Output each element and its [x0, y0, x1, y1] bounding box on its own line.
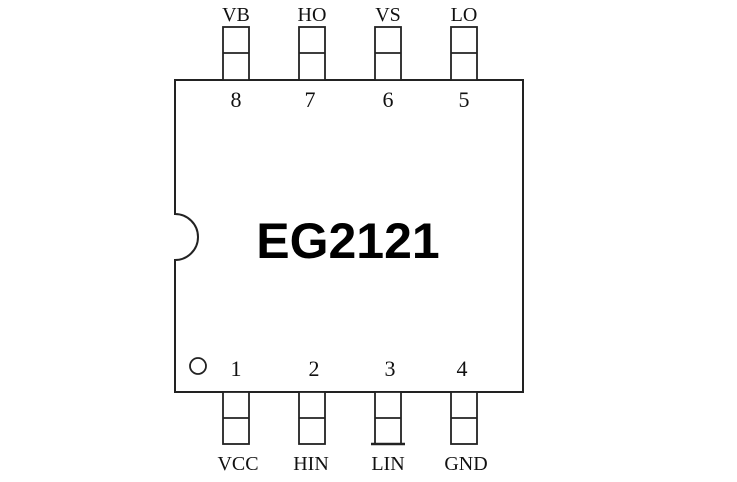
pin-number-8: 8: [231, 87, 242, 112]
pin-number-2: 2: [309, 356, 320, 381]
pin-number-7: 7: [305, 87, 316, 112]
pin-number-4: 4: [457, 356, 468, 381]
pin-name-6: VS: [375, 4, 401, 26]
pin-leg-5: [450, 26, 478, 81]
pin-number-6: 6: [383, 87, 394, 112]
pin-name-2: HIN: [293, 453, 329, 475]
top-pin-legs: [222, 26, 478, 81]
ic-package-body: [174, 79, 524, 393]
pin-name-8: VB: [222, 4, 250, 26]
pin-leg-4: [450, 391, 478, 445]
pin-name-1: VCC: [217, 453, 258, 475]
pin-name-7: HO: [298, 4, 327, 26]
pin1-indicator-dot: [189, 357, 207, 375]
pin-name-5: LO: [451, 4, 478, 26]
pin-number-3: 3: [385, 356, 396, 381]
pin-number-5: 5: [459, 87, 470, 112]
pin-leg-8: [222, 26, 250, 81]
pin-leg-6: [374, 26, 402, 81]
pin-name-3: LIN: [371, 453, 404, 475]
pin-name-4: GND: [444, 453, 487, 475]
bottom-pin-legs: [222, 391, 478, 446]
chip-part-number: EG2121: [256, 213, 439, 269]
pin-leg-2: [298, 391, 326, 445]
pin-leg-3: [371, 391, 405, 446]
pin-number-1: 1: [231, 356, 242, 381]
pin-leg-7: [298, 26, 326, 81]
pin-leg-1: [222, 391, 250, 445]
